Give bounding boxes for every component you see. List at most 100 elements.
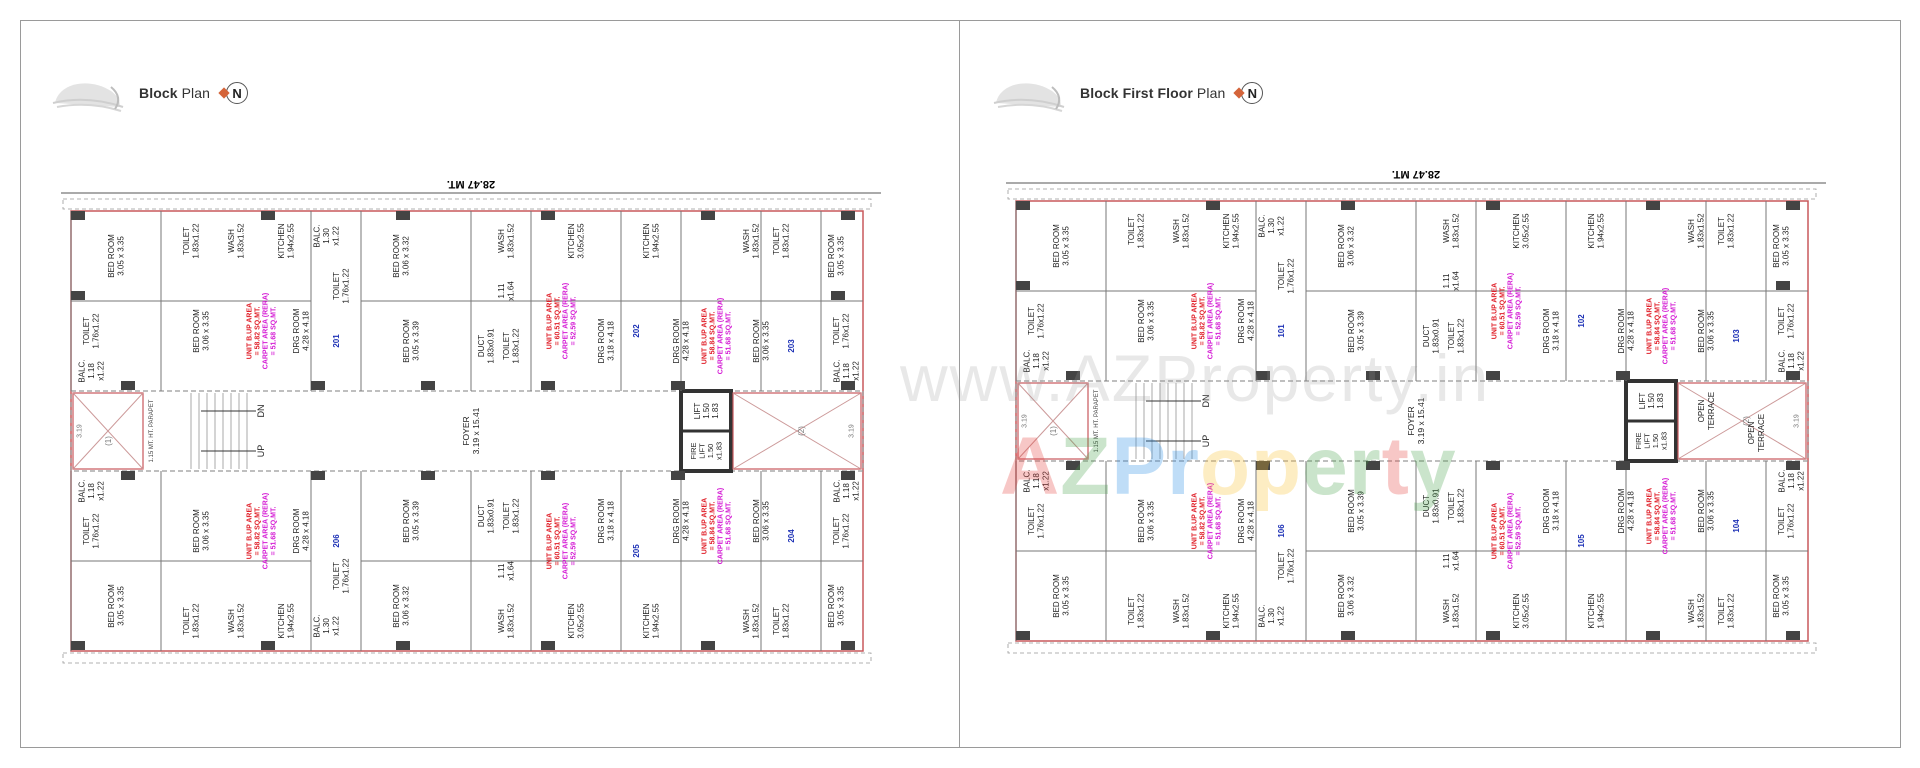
svg-text:106: 106 [1277, 524, 1286, 538]
svg-text:28.47 MT.: 28.47 MT. [447, 181, 495, 190]
svg-text:BED ROOM3.05 x 3.35: BED ROOM3.05 x 3.35 [107, 584, 126, 628]
svg-text:UNIT B.UP AREA= 60.51 SQ.MT.CA: UNIT B.UP AREA= 60.51 SQ.MT.CARPET AREA … [1491, 493, 1522, 569]
svg-text:3.19: 3.19 [1793, 414, 1800, 428]
svg-text:UNIT B.UP AREA= 58.82 SQ.MT.CA: UNIT B.UP AREA= 58.82 SQ.MT.CARPET AREA … [246, 293, 277, 369]
svg-text:WASH1.83x1.52: WASH1.83x1.52 [497, 223, 516, 259]
svg-text:WASH1.83x1.52: WASH1.83x1.52 [497, 603, 516, 639]
svg-text:BED ROOM3.06 x 3.35: BED ROOM3.06 x 3.35 [1137, 299, 1156, 343]
svg-text:DUCT1.83x0.91: DUCT1.83x0.91 [477, 328, 496, 364]
first-floor-plan-panel: Block First Floor Plan N 28.47 MT.16.10 … [959, 20, 1901, 748]
svg-text:BED ROOM3.06 x 3.32: BED ROOM3.06 x 3.32 [392, 234, 411, 278]
svg-text:WASH1.83x1.52: WASH1.83x1.52 [742, 223, 761, 259]
svg-text:KITCHEN1.94x2.55: KITCHEN1.94x2.55 [1222, 593, 1241, 629]
svg-text:1.11x1.64: 1.11x1.64 [497, 281, 516, 301]
svg-text:BED ROOM3.06 x 3.35: BED ROOM3.06 x 3.35 [1697, 489, 1716, 533]
svg-text:BED ROOM3.06 x 3.32: BED ROOM3.06 x 3.32 [1337, 574, 1356, 618]
svg-text:DRG ROOM4.28 x 4.18: DRG ROOM4.28 x 4.18 [1237, 298, 1256, 343]
svg-text:BED ROOM3.05 x 3.39: BED ROOM3.05 x 3.39 [402, 319, 421, 363]
svg-text:DRG ROOM4.28 x 4.18: DRG ROOM4.28 x 4.18 [292, 508, 311, 553]
svg-text:BALC.1.18x1.22: BALC.1.18x1.22 [1777, 349, 1805, 372]
svg-text:(2): (2) [797, 426, 806, 436]
svg-text:101: 101 [1277, 324, 1286, 338]
svg-text:KITCHEN3.05x2.55: KITCHEN3.05x2.55 [1512, 593, 1531, 629]
svg-text:UNIT B.UP AREA= 60.51 SQ.MT.CA: UNIT B.UP AREA= 60.51 SQ.MT.CARPET AREA … [1491, 273, 1522, 349]
svg-text:OPENTERRACE: OPENTERRACE [1747, 414, 1766, 452]
svg-text:(2): (2) [1742, 416, 1751, 426]
svg-text:BED ROOM3.06 x 3.35: BED ROOM3.06 x 3.35 [1137, 499, 1156, 543]
svg-text:TOILET1.76x1.22: TOILET1.76x1.22 [1777, 303, 1796, 339]
svg-text:DRG ROOM4.28 x 4.18: DRG ROOM4.28 x 4.18 [672, 318, 691, 363]
svg-text:UNIT B.UP AREA= 58.82 SQ.MT.CA: UNIT B.UP AREA= 58.82 SQ.MT.CARPET AREA … [1191, 283, 1222, 359]
svg-text:KITCHEN1.94x2.55: KITCHEN1.94x2.55 [277, 603, 296, 639]
svg-text:TOILET1.83x1.22: TOILET1.83x1.22 [1127, 593, 1146, 629]
svg-text:DRG ROOM4.28 x 4.18: DRG ROOM4.28 x 4.18 [1617, 488, 1636, 533]
svg-text:UNIT B.UP AREA= 60.51 SQ.MT.CA: UNIT B.UP AREA= 60.51 SQ.MT.CARPET AREA … [546, 283, 577, 359]
svg-text:28.47 MT.: 28.47 MT. [1392, 171, 1440, 180]
svg-text:BALC.1.30x1.22: BALC.1.30x1.22 [312, 614, 340, 637]
svg-text:TOILET1.83x1.22: TOILET1.83x1.22 [1447, 488, 1466, 524]
svg-text:TOILET1.76x1.22: TOILET1.76x1.22 [832, 513, 851, 549]
svg-text:BALC.1.18x1.22: BALC.1.18x1.22 [1777, 469, 1805, 492]
svg-text:105: 105 [1577, 534, 1586, 548]
svg-text:DRG ROOM4.28 x 4.18: DRG ROOM4.28 x 4.18 [292, 308, 311, 353]
svg-text:TOILET1.83x1.22: TOILET1.83x1.22 [772, 603, 791, 639]
svg-text:BED ROOM3.06 x 3.35: BED ROOM3.06 x 3.35 [752, 499, 771, 543]
svg-text:203: 203 [787, 339, 796, 353]
svg-text:LIFT1.501.83: LIFT1.501.83 [1638, 393, 1665, 410]
svg-text:FIRELIFT1.50x1.83: FIRELIFT1.50x1.83 [1634, 432, 1669, 450]
svg-text:UNIT B.UP AREA= 60.51 SQ.MT.CA: UNIT B.UP AREA= 60.51 SQ.MT.CARPET AREA … [546, 503, 577, 579]
plan-title: Block First Floor Plan [1080, 85, 1226, 101]
svg-text:BED ROOM3.05 x 3.35: BED ROOM3.05 x 3.35 [827, 584, 846, 628]
svg-text:KITCHEN1.94x2.55: KITCHEN1.94x2.55 [1587, 593, 1606, 629]
svg-text:TOILET1.76x1.22: TOILET1.76x1.22 [1027, 503, 1046, 539]
svg-text:BED ROOM3.06 x 3.35: BED ROOM3.06 x 3.35 [1697, 309, 1716, 353]
svg-text:DRG ROOM3.18 x 4.18: DRG ROOM3.18 x 4.18 [597, 318, 616, 363]
svg-text:DUCT1.83x0.91: DUCT1.83x0.91 [477, 498, 496, 534]
svg-text:1.11x1.64: 1.11x1.64 [497, 561, 516, 581]
svg-text:DRG ROOM4.28 x 4.18: DRG ROOM4.28 x 4.18 [1237, 498, 1256, 543]
svg-text:BALC.1.30x1.22: BALC.1.30x1.22 [1257, 604, 1285, 627]
svg-text:WASH1.83x1.52: WASH1.83x1.52 [1687, 593, 1706, 629]
svg-text:BED ROOM3.05 x 3.35: BED ROOM3.05 x 3.35 [1772, 574, 1791, 618]
svg-text:3.19: 3.19 [1021, 414, 1028, 428]
svg-text:KITCHEN1.94x2.55: KITCHEN1.94x2.55 [1587, 213, 1606, 249]
svg-text:UNIT B.UP AREA= 58.82 SQ.MT.CA: UNIT B.UP AREA= 58.82 SQ.MT.CARPET AREA … [1191, 483, 1222, 559]
svg-text:TOILET1.76x1.22: TOILET1.76x1.22 [1277, 258, 1296, 294]
svg-text:205: 205 [632, 544, 641, 558]
svg-text:WASH1.83x1.52: WASH1.83x1.52 [1442, 593, 1461, 629]
svg-text:BED ROOM3.05 x 3.39: BED ROOM3.05 x 3.39 [1347, 309, 1366, 353]
svg-text:BALC.1.18x1.22: BALC.1.18x1.22 [77, 479, 105, 502]
svg-text:204: 204 [787, 529, 796, 543]
svg-text:FOYER3.19 x 15.41: FOYER3.19 x 15.41 [1406, 397, 1426, 444]
svg-text:(1): (1) [1049, 426, 1058, 436]
svg-text:KITCHEN3.05x2.55: KITCHEN3.05x2.55 [567, 223, 586, 259]
svg-text:TOILET1.83x1.22: TOILET1.83x1.22 [1127, 213, 1146, 249]
svg-text:BED ROOM3.05 x 3.35: BED ROOM3.05 x 3.35 [107, 234, 126, 278]
svg-text:OPENTERRACE: OPENTERRACE [1697, 392, 1716, 430]
north-arrow-icon: N [1233, 82, 1264, 104]
svg-text:DRG ROOM4.28 x 4.18: DRG ROOM4.28 x 4.18 [1617, 308, 1636, 353]
svg-text:KITCHEN3.05x2.55: KITCHEN3.05x2.55 [1512, 213, 1531, 249]
svg-text:1.15 MT. HT. PARAPET: 1.15 MT. HT. PARAPET [149, 399, 155, 462]
svg-text:TOILET1.76x1.22: TOILET1.76x1.22 [82, 313, 101, 349]
svg-text:TOILET1.83x1.22: TOILET1.83x1.22 [502, 498, 521, 534]
hill-logo-icon [990, 73, 1068, 113]
svg-text:UNIT B.UP AREA= 58.82 SQ.MT.CA: UNIT B.UP AREA= 58.82 SQ.MT.CARPET AREA … [246, 493, 277, 569]
svg-text:BED ROOM3.05 x 3.39: BED ROOM3.05 x 3.39 [1347, 489, 1366, 533]
svg-text:1.11x1.64: 1.11x1.64 [1442, 551, 1461, 571]
svg-text:BALC.1.30x1.22: BALC.1.30x1.22 [312, 224, 340, 247]
svg-text:BALC.1.18x1.22: BALC.1.18x1.22 [832, 479, 860, 502]
svg-text:DN: DN [256, 405, 266, 418]
svg-text:KITCHEN1.94x2.55: KITCHEN1.94x2.55 [642, 223, 661, 259]
panel-header: Block First Floor Plan N [990, 73, 1264, 113]
svg-text:KITCHEN3.05x2.55: KITCHEN3.05x2.55 [567, 603, 586, 639]
svg-text:104: 104 [1732, 519, 1741, 533]
svg-text:WASH1.83x1.52: WASH1.83x1.52 [1172, 593, 1191, 629]
svg-text:DRG ROOM3.18 x 4.18: DRG ROOM3.18 x 4.18 [597, 498, 616, 543]
svg-text:TOILET1.83x1.22: TOILET1.83x1.22 [182, 603, 201, 639]
svg-text:KITCHEN1.94x2.55: KITCHEN1.94x2.55 [277, 223, 296, 259]
svg-text:BALC.1.30x1.22: BALC.1.30x1.22 [1257, 214, 1285, 237]
svg-text:BED ROOM3.06 x 3.35: BED ROOM3.06 x 3.35 [192, 509, 211, 553]
